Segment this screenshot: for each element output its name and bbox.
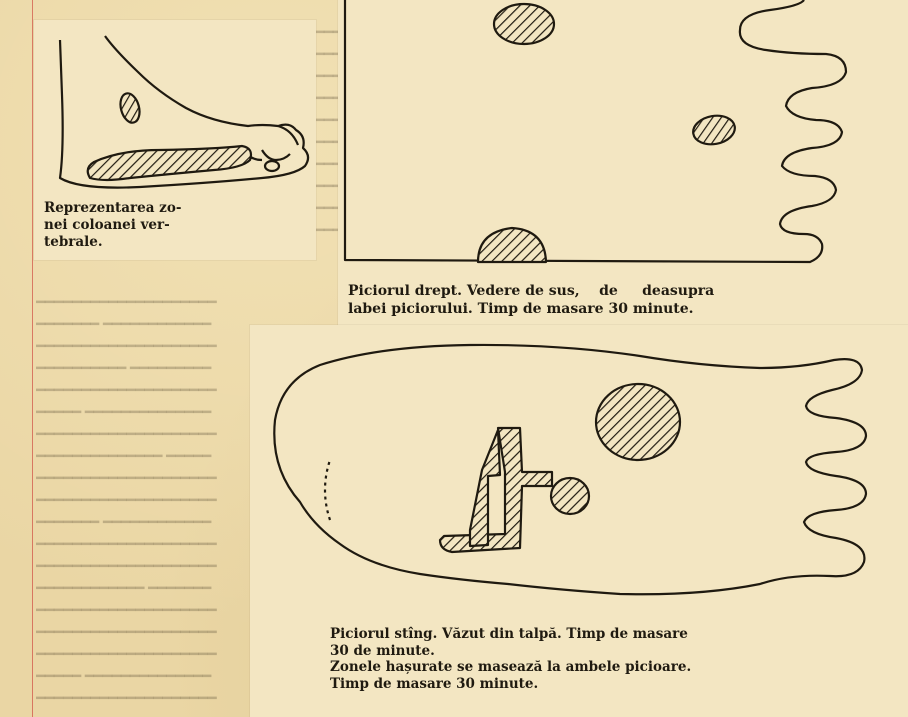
side-foot-drawing bbox=[60, 36, 308, 188]
caption-side-line-3: tebrale. bbox=[44, 234, 181, 251]
sole-outline bbox=[274, 345, 866, 594]
side-foot-spot bbox=[117, 91, 142, 125]
sole-spot-small bbox=[551, 478, 589, 514]
caption-side-line-1: Reprezentarea zo- bbox=[44, 200, 181, 217]
caption-bottom-line-1: Piciorul stîng. Văzut din talpă. Timp de… bbox=[330, 626, 691, 643]
top-foot-spot-3 bbox=[478, 228, 546, 262]
spine-zone bbox=[88, 146, 251, 180]
sole-spine-bar bbox=[470, 430, 500, 546]
top-foot-spot-1 bbox=[494, 4, 554, 44]
caption-top-line-1: Piciorul drept. Vedere de sus, de deasup… bbox=[348, 282, 714, 300]
caption-bottom-line-4: Timp de masare 30 minute. bbox=[330, 676, 691, 693]
top-foot-outline bbox=[345, 0, 846, 262]
caption-bottom-figure: Piciorul stîng. Văzut din talpă. Timp de… bbox=[330, 626, 691, 692]
bottom-foot-drawing bbox=[274, 345, 866, 594]
caption-side-figure: Reprezentarea zo- nei coloanei ver- tebr… bbox=[44, 200, 181, 251]
caption-top-figure: Piciorul drept. Vedere de sus, de deasup… bbox=[348, 282, 714, 318]
caption-top-line-2: labei piciorului. Timp de masare 30 minu… bbox=[348, 300, 714, 318]
caption-bottom-line-3: Zonele hașurate se masează la ambele pic… bbox=[330, 659, 691, 676]
caption-bottom-line-2: 30 de minute. bbox=[330, 643, 691, 660]
caption-side-line-2: nei coloanei ver- bbox=[44, 217, 181, 234]
top-foot-drawing bbox=[345, 0, 846, 262]
top-foot-spot-2 bbox=[691, 113, 737, 148]
sole-heel-arc bbox=[325, 460, 330, 520]
sole-spot-big bbox=[596, 384, 680, 460]
